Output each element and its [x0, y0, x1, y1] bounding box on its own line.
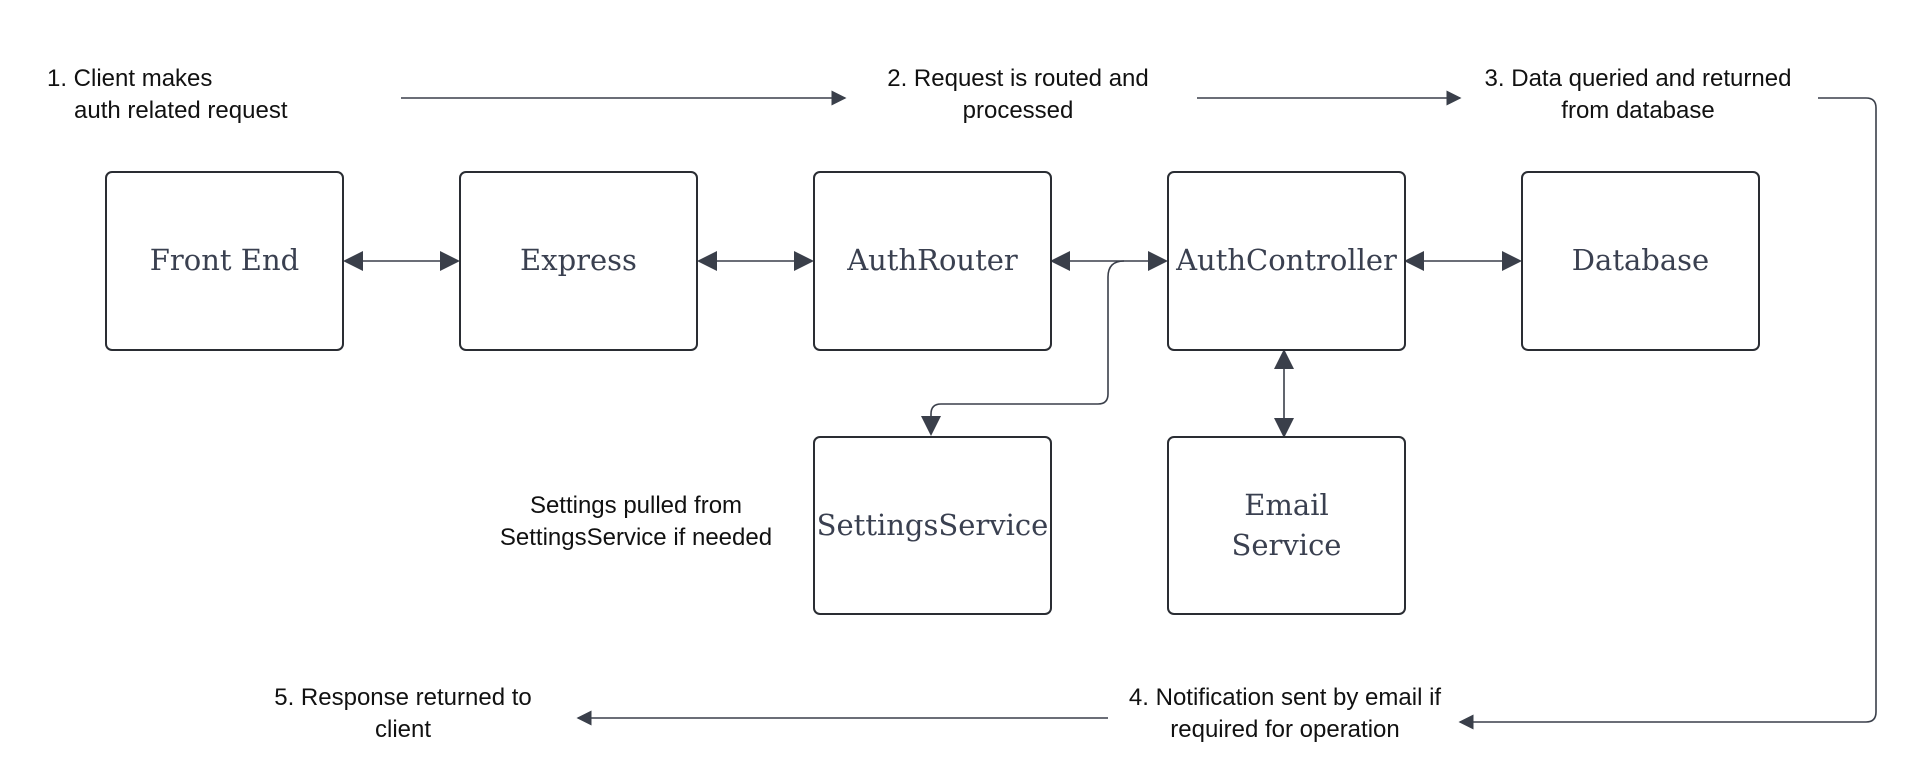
email-service-label-line1: Email: [1244, 488, 1329, 523]
database-label: Database: [1571, 243, 1710, 278]
express-label: Express: [520, 243, 637, 278]
settings-service-label: SettingsService: [816, 507, 1049, 542]
step4-line1: 4. Notification sent by email if: [1128, 684, 1442, 711]
email-service-label-line2: Service: [1231, 527, 1342, 562]
auth-controller-label: AuthController: [1176, 243, 1397, 278]
front-end-label: Front End: [149, 243, 300, 278]
step5-line2: client: [374, 716, 432, 743]
step5-label: 5. Response returned to client: [250, 682, 556, 746]
step1-line2: auth related request: [74, 97, 288, 124]
settings-note: Settings pulled from SettingsService if …: [481, 490, 791, 554]
step2-line1: 2. Request is routed and: [887, 65, 1149, 92]
step2-line2: processed: [962, 97, 1074, 124]
step1-label: 1. Client makes auth related request: [47, 63, 287, 127]
step3-line2: from database: [1561, 97, 1715, 124]
step4-label: 4. Notification sent by email if require…: [1102, 682, 1468, 746]
flow-arrow-step3-to-step4: [1458, 97, 1877, 730]
settings-service-box: SettingsService: [813, 436, 1052, 615]
settings-note-line1: Settings pulled from: [529, 492, 743, 519]
auth-controller-box: AuthController: [1167, 171, 1406, 351]
database-box: Database: [1521, 171, 1760, 351]
connector-settingsservice: [921, 260, 1125, 436]
step2-label: 2. Request is routed and processed: [868, 63, 1168, 127]
express-box: Express: [459, 171, 698, 351]
settings-note-line2: SettingsService if needed: [499, 524, 773, 551]
email-service-box: Email Service: [1167, 436, 1406, 615]
auth-router-box: AuthRouter: [813, 171, 1052, 351]
step3-line1: 3. Data queried and returned: [1484, 65, 1792, 92]
auth-router-label: AuthRouter: [847, 243, 1018, 278]
step4-line2: required for operation: [1170, 716, 1400, 743]
step5-line1: 5. Response returned to: [274, 684, 532, 711]
step1-line1: 1. Client makes: [47, 65, 213, 92]
step3-label: 3. Data queried and returned from databa…: [1462, 63, 1814, 127]
front-end-box: Front End: [105, 171, 344, 351]
